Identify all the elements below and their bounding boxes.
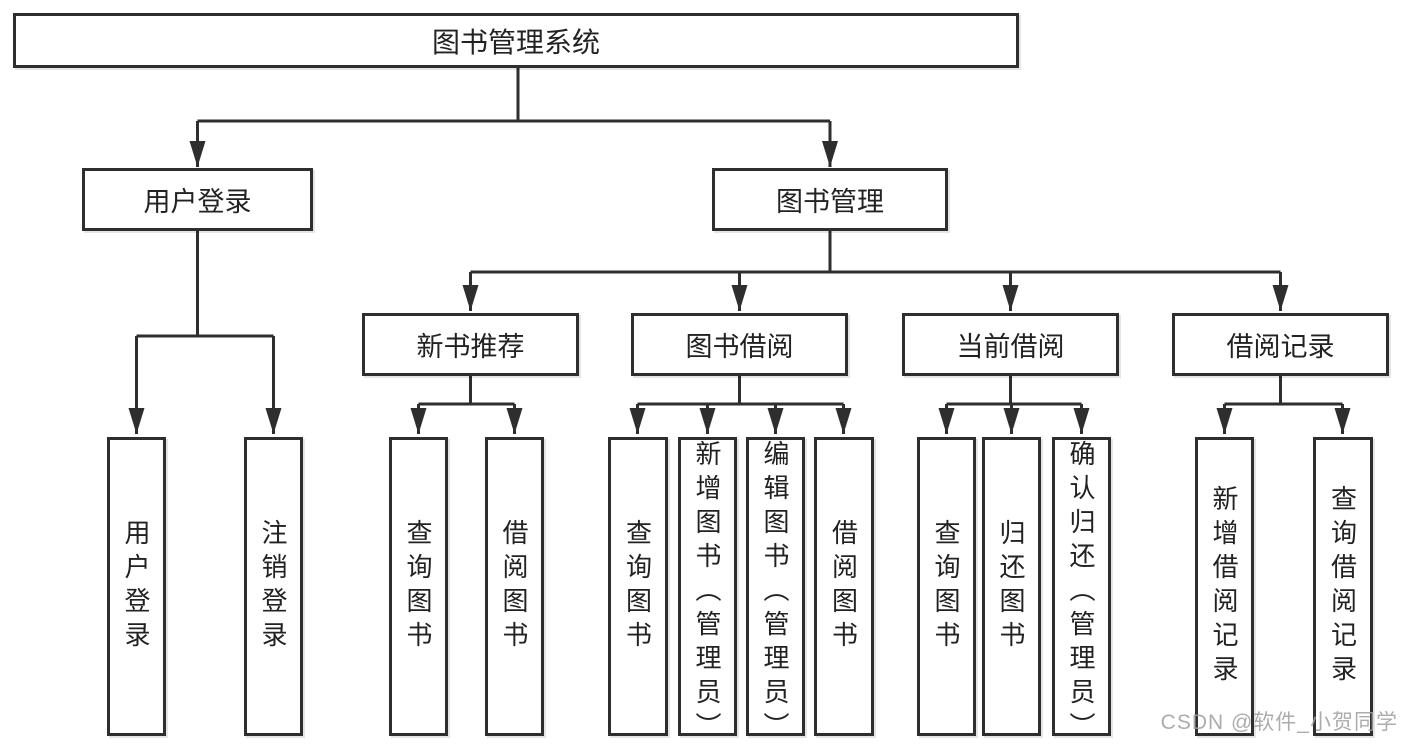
node-book-management: 图书管理 [712, 168, 948, 231]
node-borrowing-records: 借阅记录 [1172, 313, 1389, 376]
node-new-book-recommend: 新书推荐 [362, 313, 579, 376]
node-user-login: 用户登录 [82, 168, 313, 231]
csdn-watermark: CSDN @软件_小贺同学 [1160, 711, 1398, 734]
node-book-borrowing: 图书借阅 [631, 313, 848, 376]
leaf-nbr-query-books: 查询图书 [389, 437, 448, 736]
leaf-nbr-borrow-books: 借阅图书 [485, 437, 544, 736]
node-library-management-system: 图书管理系统 [13, 13, 1019, 68]
leaf-logout: 注销登录 [244, 437, 303, 736]
node-current-borrowing: 当前借阅 [902, 313, 1119, 376]
leaf-bb-query-books: 查询图书 [608, 437, 668, 736]
leaf-cb-confirm-return-admin: 确认归还（管理员） [1052, 437, 1111, 746]
leaf-user-login: 用户登录 [107, 437, 166, 736]
leaf-bb-edit-books-admin: 编辑图书（管理员） [746, 437, 805, 746]
leaf-br-add-record: 新增借阅记录 [1195, 437, 1254, 736]
leaf-cb-query-books: 查询图书 [917, 437, 976, 736]
leaf-bb-borrow-books: 借阅图书 [814, 437, 874, 736]
leaf-cb-return-books: 归还图书 [982, 437, 1041, 736]
leaf-br-query-record: 查询借阅记录 [1313, 437, 1373, 736]
leaf-bb-add-books-admin: 新增图书（管理员） [678, 437, 737, 746]
